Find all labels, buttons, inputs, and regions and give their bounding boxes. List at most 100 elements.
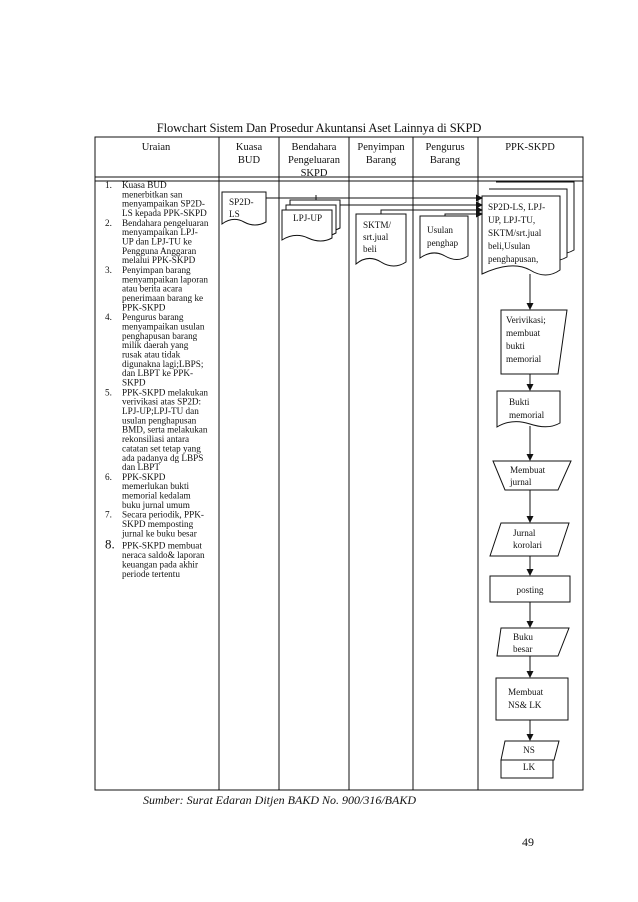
shape-text-line: Pengeluaran (288, 155, 341, 166)
uraian-step-line: menyampaikan LPJ- (122, 227, 198, 237)
shape-text-line: Bendahara (292, 142, 337, 153)
uraian-step-line: neraca saldo& laporan (122, 550, 205, 560)
uraian-step-line: Secara periodik, PPK- (122, 510, 204, 520)
shape-text-line: jurnal (509, 477, 532, 487)
uraian-step-line: memerlukan bukti (122, 481, 190, 491)
uraian-step-line: digunakna lagi;LBPS; (122, 359, 203, 369)
uraian-step-line: buku jurnal umum (122, 500, 190, 510)
shape-text-line: NS (523, 745, 535, 755)
uraian-step-line: melalui PPK-SKPD (122, 255, 196, 265)
uraian-step-line: Pengurus barang (122, 312, 184, 322)
shape-text-line: srt.jual (363, 232, 389, 242)
uraian-step-line: Penyimpan barang (122, 265, 191, 275)
shape-text-line: memorial (506, 354, 542, 364)
shape-text-line: SKTM/srt.jual (488, 228, 542, 238)
svg-text:LPJ-UP: LPJ-UP (293, 213, 322, 223)
shape-text-line: SKPD (301, 168, 328, 179)
uraian-step-line: dan LBPT (122, 462, 160, 472)
uraian-step-number: 2. (105, 218, 112, 228)
shape-text-line: Buku (513, 632, 533, 642)
uraian-step-line: Pengguna Anggaran (122, 246, 197, 256)
uraian-step-number: 6. (105, 472, 112, 482)
uraian-step-line: LPJ-UP;LPJ-TU dan (122, 406, 199, 416)
uraian-step-line: BMD, serta melakukan (122, 425, 208, 435)
uraian-step-line: periode tertentu (122, 569, 180, 579)
uraian-step-line: rusak atau tidak (122, 350, 181, 360)
shape-text-line: BUD (238, 155, 261, 166)
svg-text:SP2D-LS, LPJ-UP, LPJ-TU,SKTM/s: SP2D-LS, LPJ-UP, LPJ-TU,SKTM/srt.jualbel… (488, 202, 545, 264)
uraian-step-line: dan LBPT ke PPK- (122, 368, 193, 378)
uraian-step-line: rekonsiliasi antara (122, 434, 189, 444)
shape-text-line: penghapusan, (488, 254, 538, 264)
shape-text-line: bukti (506, 341, 525, 351)
svg-text:SP2D-LS: SP2D- LS (229, 197, 254, 219)
shape-text-line: Uraian (142, 142, 171, 153)
shape-text-line: memorial (509, 410, 545, 420)
table-border (94, 136, 584, 791)
uraian-step-line: LS kepada PPK-SKPD (122, 208, 207, 218)
uraian-step-line: menerbitkan san (122, 189, 183, 199)
shape-text-line: SP2D- (229, 197, 254, 207)
shape-text-line: beli,Usulan (488, 241, 531, 251)
uraian-step-number: 1. (105, 180, 112, 190)
shape-text-line: SP2D-LS, LPJ- (488, 202, 545, 212)
uraian-step-line: penghapusan barang (122, 331, 198, 341)
uraian-step-line: jurnal ke buku besar (121, 528, 197, 538)
jurnal-korolari-data: Jurnal korolari (489, 522, 570, 557)
uraian-step-line: ada padanya dg LBPS (122, 453, 203, 463)
uraian-step-line: usulan penghapusan (122, 415, 197, 425)
uraian-step-line: penerimaan barang ke (122, 293, 203, 303)
uraian-step-line: PPK-SKPD membuat (122, 541, 202, 551)
shape-text-line: Pengurus (425, 142, 464, 153)
shape-text-line: Membuat (508, 687, 544, 697)
uraian-step-number: 5. (105, 387, 112, 397)
uraian-step-line: PPK-SKPD (122, 302, 166, 312)
shape-text-line: SKTM/ (363, 220, 392, 230)
svg-text:posting: posting (516, 585, 543, 595)
flowchart-title: Flowchart Sistem Dan Prosedur Akuntansi … (156, 121, 482, 135)
sp2d-ls-document: SP2D- LS (221, 191, 267, 226)
shape-text-line: NS& LK (508, 700, 542, 710)
shape-text-line: LS (229, 209, 240, 219)
shape-text-line: membuat (506, 328, 541, 338)
uraian-step-line: menyampaikan laporan (122, 274, 208, 284)
shape-text-line: posting (516, 585, 543, 595)
uraian-step-line: SKPD memposting (122, 519, 194, 529)
uraian-step-line: menyampaikan SP2D- (122, 199, 205, 209)
uraian-step-line: PPK-SKPD melakukan (122, 387, 208, 397)
shape-text-line: Jurnal (513, 528, 536, 538)
uraian-step-line: catatan set tetap yang (122, 443, 201, 453)
uraian-step-line: SKPD (122, 378, 146, 388)
uraian-step-line: keuangan pada akhir (122, 559, 198, 569)
shape-text-line: Barang (430, 155, 461, 166)
page-number: 49 (522, 835, 534, 849)
source-caption: Sumber: Surat Edaran Ditjen BAKD No. 900… (143, 793, 416, 807)
uraian-step-line: Kuasa BUD (122, 180, 167, 190)
shape-text-line: LPJ-UP (293, 213, 322, 223)
uraian-step-line: UP dan LPJ-TU ke (122, 237, 192, 247)
column-header-uraian: Uraian (142, 142, 171, 153)
shape-text-line: korolari (513, 540, 543, 550)
uraian-step-number: 3. (105, 265, 112, 275)
uraian-step-line: verivikasi atas SP2D: (122, 397, 201, 407)
shape-text-line: Kuasa (236, 142, 263, 153)
shape-text-line: Barang (366, 155, 397, 166)
